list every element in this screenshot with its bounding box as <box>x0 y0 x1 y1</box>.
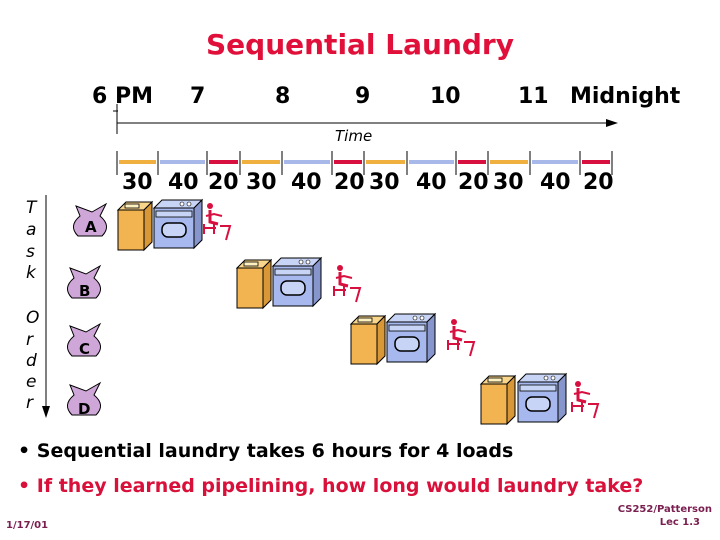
task-order-arrow <box>42 195 50 418</box>
footer-lecture: Lec 1.3 <box>659 517 700 528</box>
load-b-dryer <box>272 257 322 307</box>
laundry-bag-a: A <box>73 202 108 237</box>
duration-label: 30 <box>246 170 277 195</box>
footer-date: 1/17/01 <box>6 520 49 531</box>
load-a-label: A <box>85 218 97 236</box>
hour-label: 7 <box>190 84 206 109</box>
duration-label: 40 <box>416 170 447 195</box>
task-order-letter: d <box>26 351 37 371</box>
duration-label: 30 <box>122 170 153 195</box>
duration-label: 20 <box>334 170 365 195</box>
load-d-folder <box>570 379 600 420</box>
time-axis-label: Time <box>335 127 373 145</box>
task-order-letter: k <box>26 263 36 283</box>
duration-label: 30 <box>493 170 524 195</box>
task-order-letter: s <box>26 242 35 262</box>
hour-label: 9 <box>355 84 371 109</box>
load-d-washer <box>480 375 516 425</box>
load-c-dryer <box>386 313 436 363</box>
duration-label: 20 <box>458 170 489 195</box>
task-order-letter: a <box>26 220 37 240</box>
load-c-label: C <box>79 340 90 358</box>
laundry-bag-d: D <box>67 381 102 418</box>
bullet-point-1: • Sequential laundry takes 6 hours for 4… <box>18 440 513 462</box>
load-b-label: B <box>79 282 90 300</box>
bullet-text: If they learned pipelining, how long wou… <box>36 475 644 497</box>
load-d-dryer <box>517 373 567 423</box>
laundry-bag-c: C <box>67 322 102 358</box>
bullet-text: Sequential laundry takes 6 hours for 4 l… <box>36 440 514 462</box>
duration-label: 40 <box>540 170 571 195</box>
task-order-letter: r <box>26 330 33 350</box>
duration-label: 20 <box>208 170 239 195</box>
load-a-dryer <box>153 199 203 249</box>
load-a-folder <box>202 201 232 242</box>
load-b-folder <box>332 263 362 304</box>
bullet-point-2: • If they learned pipelining, how long w… <box>18 475 643 497</box>
bullet-dot: • <box>18 440 37 462</box>
hour-label: Midnight <box>570 84 681 109</box>
hour-label: 8 <box>275 84 291 109</box>
load-b-washer <box>236 259 272 309</box>
task-order-letter: O <box>26 308 40 328</box>
duration-label: 40 <box>291 170 322 195</box>
duration-label: 30 <box>369 170 400 195</box>
time-axis-arrow <box>113 104 618 134</box>
load-a-washer <box>117 201 153 251</box>
hour-label: 11 <box>518 84 549 109</box>
footer-course: CS252/Patterson <box>617 504 712 515</box>
laundry-bag-b: B <box>67 264 102 300</box>
load-c-folder <box>446 317 476 358</box>
load-c-washer <box>350 315 386 365</box>
task-order-letter: r <box>26 393 33 413</box>
slide-title: Sequential Laundry <box>206 28 514 61</box>
task-order-letter: T <box>26 198 37 218</box>
duration-bars <box>116 151 613 175</box>
bullet-dot: • <box>18 475 37 497</box>
load-d-label: D <box>78 400 90 418</box>
duration-label: 40 <box>168 170 199 195</box>
duration-label: 20 <box>583 170 614 195</box>
task-order-letter: e <box>26 372 37 392</box>
hour-label: 6 PM <box>92 84 153 109</box>
hour-label: 10 <box>430 84 461 109</box>
